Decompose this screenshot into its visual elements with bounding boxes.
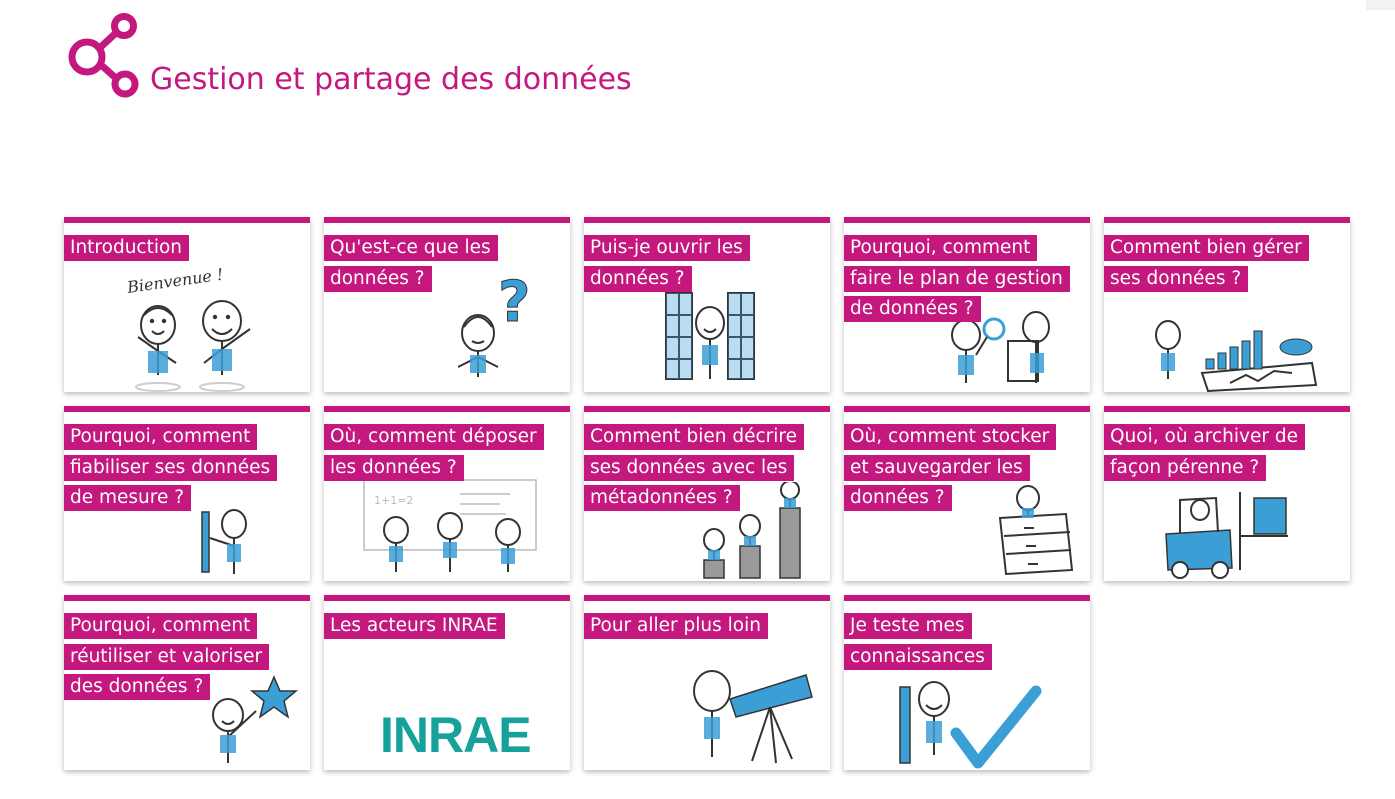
card-title: Les acteurs INRAE	[324, 611, 505, 642]
two-figures-waving-illustration: Bienvenue !	[125, 265, 251, 392]
figure-pencil-checkmark-illustration	[899, 681, 1042, 769]
card-title: Pour aller plus loin	[584, 611, 768, 642]
bienvenue-caption: Bienvenue !	[125, 265, 224, 297]
figure-with-ruler-illustration	[201, 509, 247, 574]
svg-text:1+1=2: 1+1=2	[374, 494, 413, 507]
figure-holding-star-illustration	[212, 675, 299, 763]
figures-on-podiums-illustration	[703, 482, 801, 579]
inrae-logo: INRAE	[380, 707, 532, 763]
figure-question-mark-illustration: ?	[457, 270, 531, 377]
card-go-further[interactable]: Pour aller plus loin	[584, 595, 830, 770]
share-icon	[68, 13, 139, 98]
corner-tab	[1366, 0, 1395, 10]
card-inrae-actors[interactable]: Les acteurs INRAE INRAE	[324, 595, 570, 770]
page-title: Gestion et partage des données	[150, 62, 632, 97]
svg-text:?: ?	[498, 270, 530, 335]
card-title: Introduction	[64, 233, 190, 264]
figure-opening-window-illustration	[665, 292, 755, 380]
figure-telescope-illustration	[693, 670, 813, 764]
figure-forklift-boxes-illustration	[1165, 492, 1288, 579]
scientists-at-board-illustration: 1+1=2	[363, 479, 537, 572]
figure-dashboard-charts-illustration	[1155, 320, 1318, 392]
figure-in-drawer-illustration	[998, 485, 1074, 576]
card-introduction[interactable]: Introduction Bienvenue !	[64, 217, 310, 392]
